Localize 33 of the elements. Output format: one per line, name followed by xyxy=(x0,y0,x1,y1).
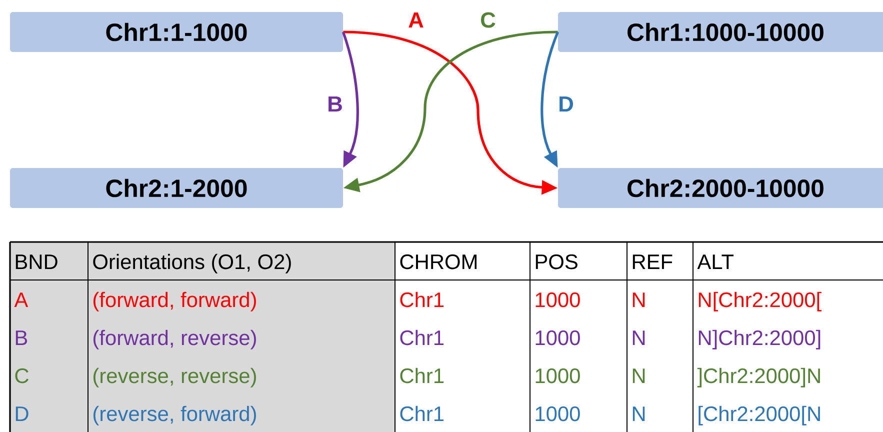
table-cell: N xyxy=(632,292,645,307)
edge-label: A xyxy=(407,11,425,29)
table-cell: B xyxy=(10,318,88,356)
table-cell: ]Chr2:2000]N xyxy=(697,368,820,388)
table-cell: 1000 xyxy=(536,368,580,384)
table-cell: N xyxy=(632,330,645,345)
table-cell: D xyxy=(10,394,88,432)
table-cell: N xyxy=(632,406,645,421)
edge-label: D xyxy=(557,95,575,113)
table-cell: A xyxy=(10,280,88,318)
table-cell: Chr1 xyxy=(400,330,444,346)
table-cell: POS xyxy=(536,254,578,270)
table-cell: BND xyxy=(10,242,88,280)
table-cell: CHROM xyxy=(400,254,477,270)
region-box: Chr2:1-2000 xyxy=(10,168,343,208)
table-cell: [Chr2:2000[N xyxy=(698,406,820,426)
table-cell: REF xyxy=(632,254,672,269)
table-cell: N]Chr2:2000] xyxy=(698,330,820,350)
table-cell: 1000 xyxy=(536,406,580,422)
table-cell: C xyxy=(10,356,88,394)
region-box: Chr2:2000-10000 xyxy=(558,168,883,208)
edge-label: B xyxy=(326,95,344,113)
region-box: Chr1:1000-10000 xyxy=(558,12,883,52)
table-cell: 1000 xyxy=(536,292,580,308)
table-cell: 1000 xyxy=(536,330,580,346)
table-cell: Chr1 xyxy=(400,292,444,308)
region-box: Chr1:1-1000 xyxy=(10,12,343,52)
table-cell: ALT xyxy=(697,254,734,269)
table-cell: N xyxy=(632,368,645,383)
edge-label: C xyxy=(479,11,497,29)
table-cell: Chr1 xyxy=(400,368,444,384)
table-cell: N[Chr2:2000[ xyxy=(698,292,822,312)
table-cell: Chr1 xyxy=(400,406,444,422)
